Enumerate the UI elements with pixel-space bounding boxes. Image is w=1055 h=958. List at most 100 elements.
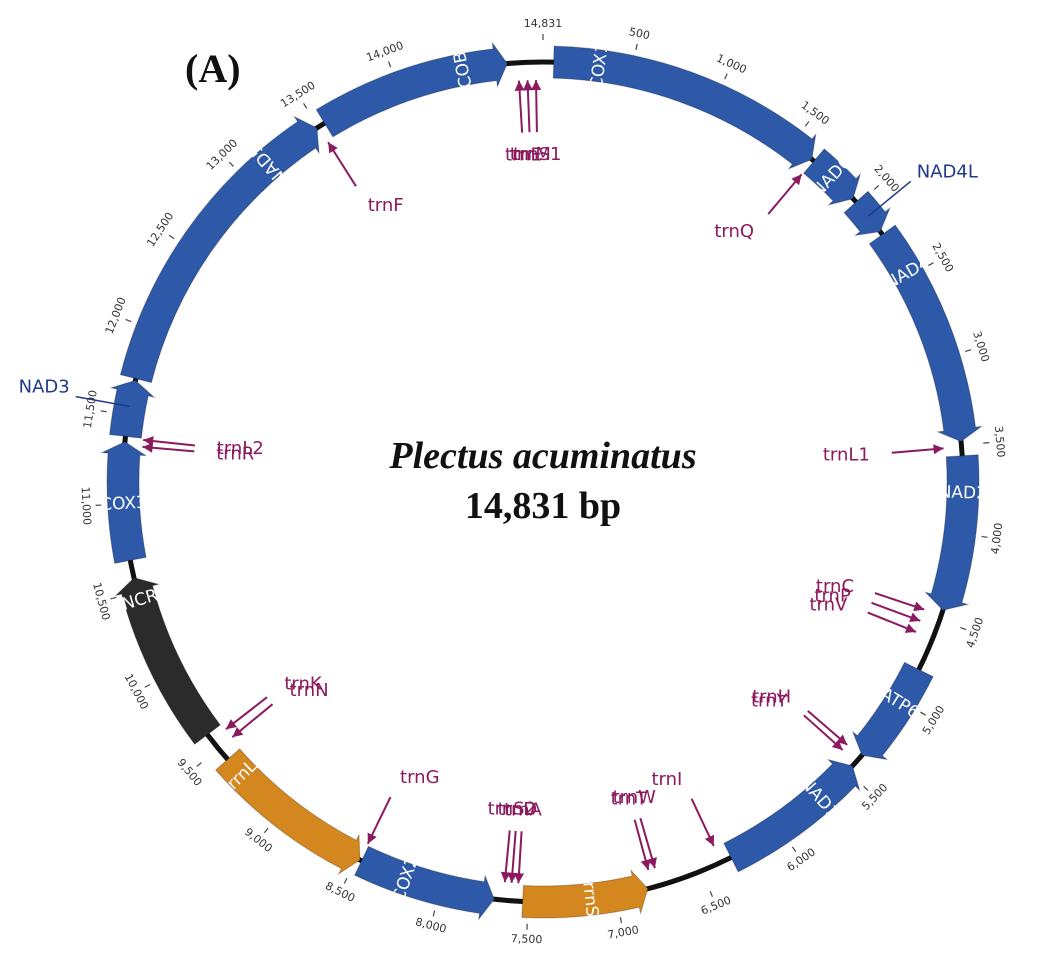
trna-label: trnT (611, 789, 649, 810)
trna-label: trnL1 (823, 445, 870, 466)
tick-mark (263, 827, 269, 834)
trna-arrowhead (791, 174, 802, 186)
tick-label: 1,500 (799, 98, 832, 127)
tick-label: 1,000 (714, 52, 748, 77)
tick-mark (228, 161, 234, 167)
gene-nad4 (868, 224, 984, 443)
gene-nad1 (723, 758, 861, 873)
tick-mark (709, 890, 713, 897)
trna-arrowhead (531, 80, 542, 91)
tick-label: 10,000 (122, 671, 151, 711)
tick-mark (983, 442, 990, 444)
trna-label: trnG (400, 767, 440, 788)
tick-label: 12,000 (103, 295, 129, 336)
tick-label: 12,500 (144, 210, 176, 249)
gene-nad2 (923, 454, 980, 611)
trna-arrowhead (514, 80, 525, 91)
gene-cob (315, 41, 508, 138)
tick-label: 8,500 (323, 879, 357, 905)
trna-arrowhead (143, 436, 154, 447)
gene-cox1 (552, 45, 817, 171)
tick-mark (387, 61, 392, 68)
external-pointer (867, 180, 912, 217)
trna-label: trnK (284, 674, 323, 695)
gene-label: rrnS (578, 881, 602, 918)
tick-label: 5,000 (920, 703, 947, 737)
tick-mark (110, 596, 117, 600)
tick-label: 9,000 (242, 825, 275, 855)
tick-mark (196, 762, 202, 767)
gene-nad4l (843, 190, 892, 237)
trna-label: trnS1 (513, 144, 561, 165)
tick-label: 5,500 (859, 781, 890, 813)
tick-mark (303, 103, 308, 109)
tick-mark (928, 262, 934, 267)
tick-mark (863, 785, 869, 791)
trna-label: trnD (498, 799, 537, 820)
tick-label: 500 (628, 25, 651, 42)
tick-mark (920, 711, 926, 716)
tick-mark (635, 43, 638, 51)
gene-rrnl (214, 748, 361, 876)
trna-arrowhead (904, 623, 916, 633)
tick-label: 14,000 (365, 39, 406, 64)
trna-arrowhead (704, 834, 715, 846)
trna-label: trnQ (714, 221, 754, 242)
external-gene-label: NAD4L (917, 161, 978, 182)
tick-label: 6,000 (785, 845, 818, 874)
tick-label: 9,500 (174, 756, 204, 789)
tick-mark (432, 910, 436, 917)
tick-label: 6,500 (699, 894, 733, 918)
tick-mark (724, 73, 728, 80)
tick-mark (125, 318, 132, 323)
tick-mark (100, 410, 107, 413)
tick-label: 2,500 (929, 241, 956, 275)
species-title: Plectus acuminatus (388, 435, 696, 477)
trnas-layer: trnEtrnMtrnS1trnQtrnFtrnL1trnCtrnPtrnVtr… (142, 80, 944, 884)
trna-label: trnH (752, 686, 791, 707)
gene-atp6 (851, 661, 934, 761)
tick-mark (144, 683, 151, 688)
trna-arrowhead (500, 871, 511, 883)
tick-mark (791, 846, 797, 853)
tick-label: 13,000 (204, 137, 241, 173)
tick-label: 3,000 (970, 330, 992, 364)
trna-label: trnS2 (488, 799, 536, 820)
genome-size: 14,831 bp (465, 485, 621, 527)
trna-arrowhead (933, 444, 944, 455)
tick-mark (965, 349, 972, 353)
trna-arrowhead (328, 142, 338, 154)
trna-arrowhead (913, 601, 925, 612)
trna-label: trnE (505, 145, 542, 166)
trna-label: trnI (651, 769, 682, 790)
tick-label: 11,500 (81, 389, 100, 429)
gene-cox3 (100, 441, 148, 564)
trna-label: trnM (510, 144, 551, 165)
trna-label: trnV (809, 594, 848, 615)
tick-label: 7,500 (511, 932, 543, 946)
trna-arrowhead (831, 739, 843, 750)
trna-label: trnF (368, 195, 404, 216)
trna-arrowhead (522, 80, 533, 91)
panel-label: (A) (185, 46, 241, 91)
trna-arrowhead (640, 859, 651, 870)
trna-label: trnP (814, 585, 851, 606)
genes-layer: COX1NAD6NAD4NAD2ATP6NAD1rrnSCOX2rrnLNCRC… (100, 41, 987, 922)
tick-mark (168, 234, 175, 240)
tick-mark (343, 877, 348, 884)
tick-label: 8,000 (414, 915, 448, 935)
gene-rrns (521, 868, 649, 919)
gene-nad6 (802, 148, 862, 206)
tick-mark (981, 535, 988, 538)
tick-label: 4,500 (964, 616, 987, 650)
tick-label: 10,500 (90, 581, 113, 622)
trna-arrowhead (225, 719, 237, 730)
trna-arrowhead (514, 872, 525, 884)
gene-ncr (114, 577, 221, 745)
trna-label: trnA (504, 799, 543, 820)
gene-label: COX3 (100, 493, 148, 515)
gene-cox2 (353, 845, 495, 922)
trna-arrowhead (232, 726, 244, 738)
tick-label: 7,000 (606, 923, 639, 941)
